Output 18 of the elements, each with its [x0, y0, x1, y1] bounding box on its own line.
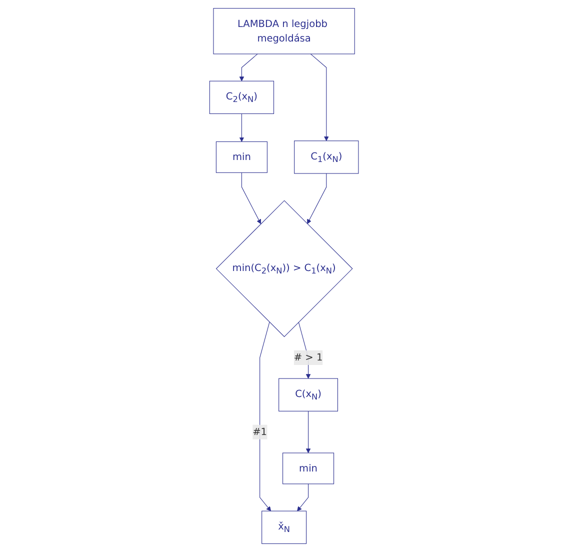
arrow: [307, 173, 327, 224]
arrow: [241, 172, 261, 224]
node-box: C(x$_{N}$): [278, 378, 338, 412]
arrow: [306, 410, 311, 454]
node-box: min: [282, 452, 334, 484]
edge-label: # > 1: [294, 352, 323, 364]
arrow: [239, 54, 258, 82]
arrow: [297, 484, 308, 512]
arrow: [260, 322, 271, 512]
node-box: min: [216, 141, 268, 173]
edge-label: #1: [252, 426, 267, 438]
arrow: [239, 113, 244, 142]
arrow: [310, 54, 329, 142]
node-box: LAMBDA n legjobb megoldása: [213, 8, 355, 54]
node-box: C$_{1}$(x$_{N}$): [294, 140, 359, 174]
node-box: x̌$_{N}$: [262, 510, 306, 544]
node-box: C$_{2}$(x$_{N}$): [209, 80, 274, 114]
node-diamond: min(C$_{2}$(x$_{N}$)) > C$_{1}$(x$_{N}$): [216, 200, 353, 338]
